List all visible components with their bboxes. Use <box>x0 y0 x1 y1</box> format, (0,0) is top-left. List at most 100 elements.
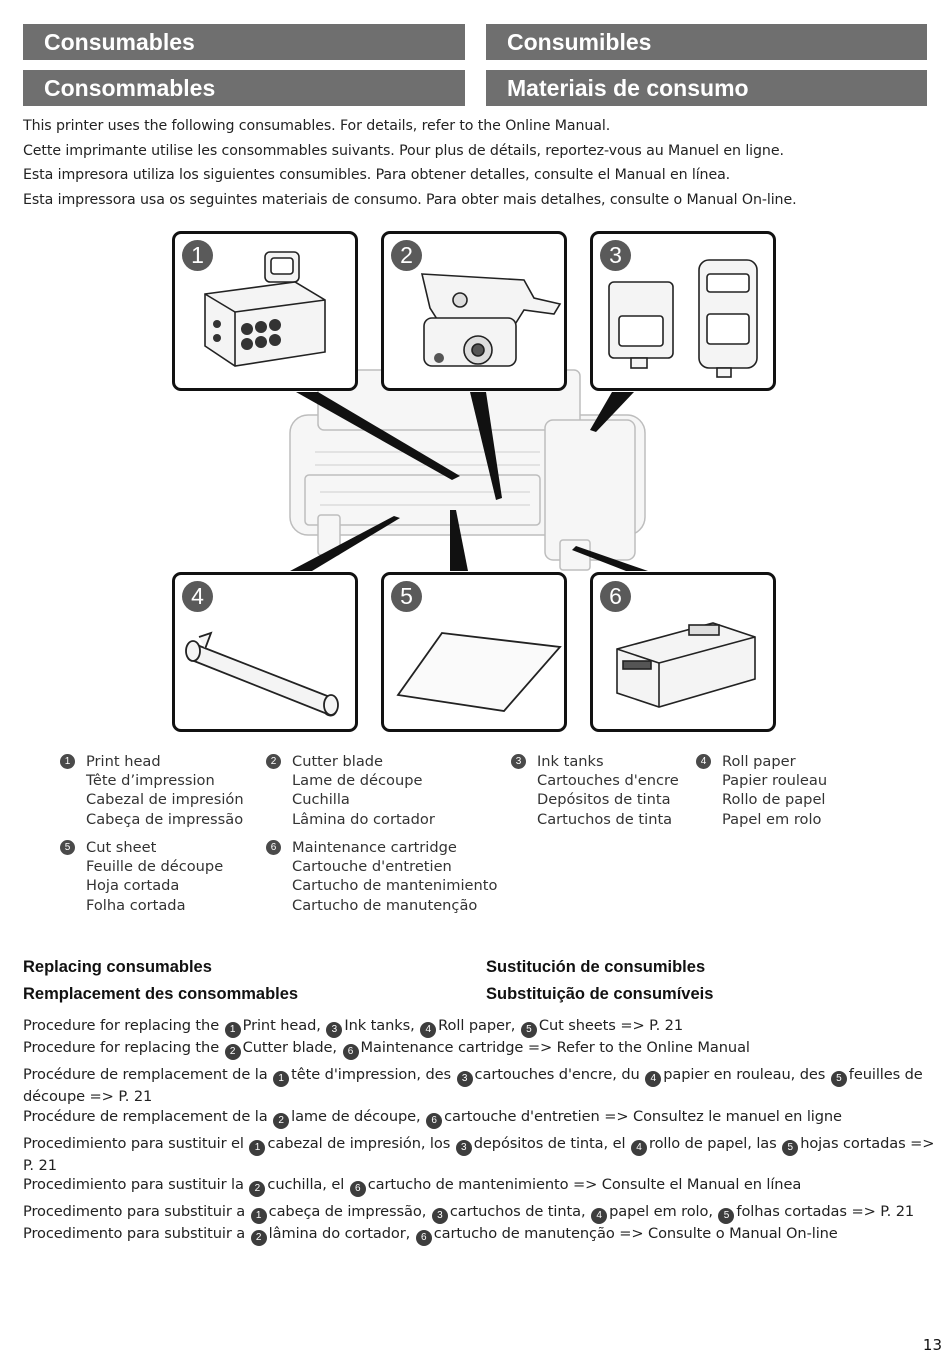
callout-number: 1 <box>182 240 213 271</box>
panel-roll-paper: 4 <box>172 572 358 732</box>
legend-label-fr: Tête d’impression <box>86 772 215 790</box>
circle-number-icon: 1 <box>249 1139 266 1156</box>
header-consumables-es: Consumibles <box>486 24 927 60</box>
legend-label-pt: Lâmina do cortador <box>292 810 435 828</box>
legend-label-es: Cuchilla <box>292 791 350 809</box>
legend-label-en: Print head <box>86 753 161 770</box>
cutter-blade-icon <box>420 273 562 367</box>
legend-label-fr: Papier rouleau <box>722 772 828 790</box>
legend-label-pt: Cartuchos de tinta <box>537 810 673 828</box>
legend-badge: 3 <box>511 754 526 769</box>
legend-badge: 6 <box>266 840 281 855</box>
circle-number-icon: 1 <box>224 1022 241 1038</box>
legend-label-pt: Cabeça de impressão <box>86 810 244 828</box>
circle-number-icon: 6 <box>349 1181 366 1198</box>
legend-label-es: Cabezal de impresión <box>86 791 244 809</box>
circle-number-icon: 1 <box>273 1071 290 1087</box>
callout-number: 6 <box>600 581 631 612</box>
panel-maintenance-cartridge: 6 <box>590 572 776 732</box>
circle-number-icon: 2 <box>249 1181 266 1198</box>
circle-number-icon: 4 <box>645 1071 662 1087</box>
circle-number-icon: 5 <box>520 1022 537 1038</box>
legend-label-pt: Papel em rolo <box>722 810 822 828</box>
intro-fr: Cette imprimante utilise les consommable… <box>23 142 784 159</box>
legend-label-en: Cut sheet <box>86 839 157 856</box>
circle-number-icon: 3 <box>326 1022 343 1038</box>
callout-number: 4 <box>182 581 213 612</box>
legend-label-fr: Cartouches d'encre <box>537 772 679 790</box>
circle-number-icon: 6 <box>342 1044 359 1060</box>
roll-paper-icon <box>185 631 339 717</box>
subheading-replacing-es: Sustitución de consumibles <box>486 958 706 976</box>
legend-label-fr: Lame de découpe <box>292 772 423 790</box>
page-number: 13 <box>922 1336 942 1354</box>
legend-badge: 2 <box>266 754 281 769</box>
intro-es: Esta impresora utiliza los siguientes co… <box>23 167 731 183</box>
panel-cut-sheet: 5 <box>381 572 567 732</box>
circle-number-icon: 4 <box>630 1139 647 1156</box>
legend-label-fr: Cartouche d'entretien <box>292 858 452 876</box>
consumables-illustration: 1 2 <box>0 220 950 745</box>
circle-number-icon: 6 <box>415 1230 432 1247</box>
circle-number-icon: 2 <box>273 1112 290 1129</box>
circle-number-icon: 2 <box>250 1230 267 1247</box>
legend-label-es: Rollo de papel <box>722 791 826 809</box>
header-consumables-pt: Materiais de consumo <box>486 70 927 106</box>
cut-sheet-icon <box>396 632 562 712</box>
legend-label-es: Cartucho de mantenimiento <box>292 877 498 895</box>
circle-number-icon: 6 <box>426 1112 443 1129</box>
subheading-replacing-fr: Remplacement des consommables <box>23 985 299 1003</box>
panel-cutter-blade: 2 <box>381 231 567 391</box>
ink-tanks-icon <box>608 259 758 378</box>
intro-pt: Esta impressora usa os seguintes materia… <box>23 191 797 208</box>
circle-number-icon: 3 <box>431 1208 448 1225</box>
circle-number-icon: 5 <box>830 1071 847 1087</box>
circle-number-icon: 1 <box>250 1208 267 1225</box>
legend-badge: 5 <box>60 840 75 855</box>
circle-number-icon: 3 <box>455 1139 472 1156</box>
callout-number: 3 <box>600 240 631 271</box>
print-head-icon <box>204 251 326 367</box>
legend-label-en: Roll paper <box>722 753 796 770</box>
legend-badge: 4 <box>696 754 711 769</box>
circle-number-icon: 5 <box>718 1208 735 1225</box>
legend-label-pt: Folha cortada <box>86 896 186 914</box>
circle-number-icon: 4 <box>591 1208 608 1225</box>
intro-text: This printer uses the following consumab… <box>23 114 933 212</box>
header-consumables-en: Consumables <box>23 24 465 60</box>
circle-number-icon: 5 <box>782 1139 799 1156</box>
legend-label-pt: Cartucho de manutenção <box>292 896 478 914</box>
subheading-replacing-en: Replacing consumables <box>23 958 212 976</box>
header-consumables-fr: Consommables <box>23 70 465 106</box>
circle-number-icon: 3 <box>456 1071 473 1087</box>
callout-number: 2 <box>391 240 422 271</box>
legend-label-en: Cutter blade <box>292 753 384 770</box>
circle-number-icon: 2 <box>224 1044 241 1060</box>
intro-en: This printer uses the following consumab… <box>23 118 611 134</box>
panel-ink-tanks: 3 <box>590 231 776 391</box>
panel-print-head: 1 <box>172 231 358 391</box>
callout-number: 5 <box>391 581 422 612</box>
legend-label-en: Maintenance cartridge <box>292 839 457 856</box>
legend-label-fr: Feuille de découpe <box>86 858 224 876</box>
subheading-replacing-pt: Substituição de consumíveis <box>486 985 714 1003</box>
legend-label-es: Hoja cortada <box>86 877 180 895</box>
legend-badge: 1 <box>60 754 75 769</box>
legend-label-en: Ink tanks <box>537 753 604 770</box>
printer-illustration-icon <box>289 369 648 571</box>
legend-label-es: Depósitos de tinta <box>537 791 671 809</box>
circle-number-icon: 4 <box>420 1022 437 1038</box>
maintenance-cartridge-icon <box>616 622 756 708</box>
